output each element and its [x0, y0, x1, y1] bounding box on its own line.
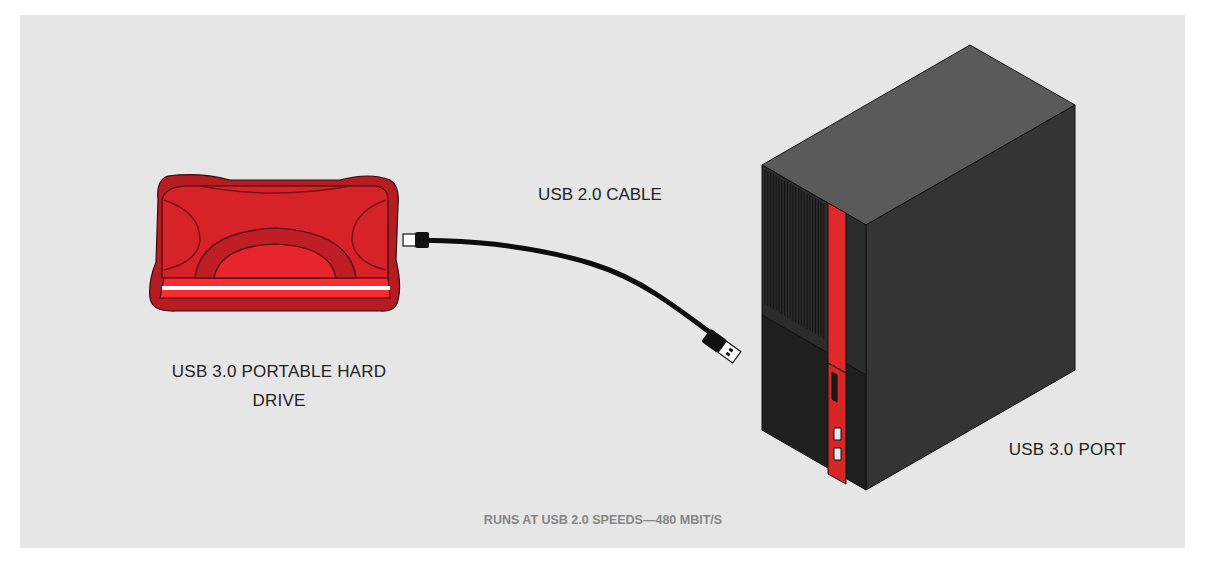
bumper-edge — [200, 186, 350, 193]
vent-line — [812, 197, 813, 332]
vent-line — [787, 183, 788, 318]
bumper-corner — [164, 200, 200, 270]
vent-line — [781, 179, 782, 314]
usb-a-plug — [701, 329, 741, 364]
usb-cable — [410, 240, 716, 337]
drive-body-top — [162, 186, 388, 278]
plug-tip — [403, 234, 417, 246]
vent-line — [821, 202, 822, 337]
vent-line — [784, 181, 785, 316]
usb-port — [834, 428, 841, 440]
background-panel — [20, 15, 1185, 548]
front-stripe-lower — [828, 363, 846, 484]
micro-usb-plug — [403, 232, 429, 248]
tower-front-lower — [762, 315, 866, 490]
vent-line — [807, 194, 808, 329]
vent-line — [801, 191, 802, 326]
plug-body — [415, 232, 429, 248]
vent-line — [815, 199, 816, 334]
vent-line — [798, 189, 799, 324]
computer-node: USB 3.0 PORT — [738, 45, 1138, 495]
arch-inner — [214, 244, 336, 278]
vent-line — [779, 178, 780, 313]
bumper — [150, 175, 400, 311]
plug-hole — [725, 352, 730, 357]
vent-line — [818, 200, 819, 335]
vent-line — [767, 171, 768, 306]
device-label: USB 3.0 PORT — [1000, 435, 1135, 464]
device-label: USB 3.0 PORTABLE HARD DRIVE — [159, 357, 399, 415]
computer-illustration — [762, 45, 1075, 490]
vent-slots — [765, 170, 824, 339]
vent-line — [770, 173, 771, 308]
bumper-corner — [352, 200, 386, 270]
vent-line — [804, 192, 805, 327]
card-slot — [832, 372, 837, 402]
bumper-arch — [195, 228, 356, 278]
vent-line — [773, 175, 774, 310]
vent-line — [795, 188, 796, 323]
usb-port — [834, 448, 841, 460]
vent-line — [765, 170, 766, 305]
plug-hole — [728, 348, 733, 353]
plug-tip — [718, 341, 741, 363]
drive-front — [160, 278, 390, 298]
vent-line — [823, 204, 824, 339]
vent-line — [776, 176, 777, 311]
hard-drive-node: USB 3.0 PORTABLE HARD DRIVE — [148, 172, 410, 421]
vent-line — [809, 196, 810, 331]
cable-label: USB 2.0 CABLE — [520, 183, 680, 207]
front-stripe — [828, 203, 846, 373]
drive-stripe — [162, 286, 390, 290]
tower-side — [866, 105, 1075, 490]
hard-drive-illustration — [150, 175, 400, 311]
caption: RUNS AT USB 2.0 SPEEDS—480 MBIT/S — [353, 511, 853, 529]
vent-line — [793, 186, 794, 321]
vent-line — [790, 184, 791, 319]
